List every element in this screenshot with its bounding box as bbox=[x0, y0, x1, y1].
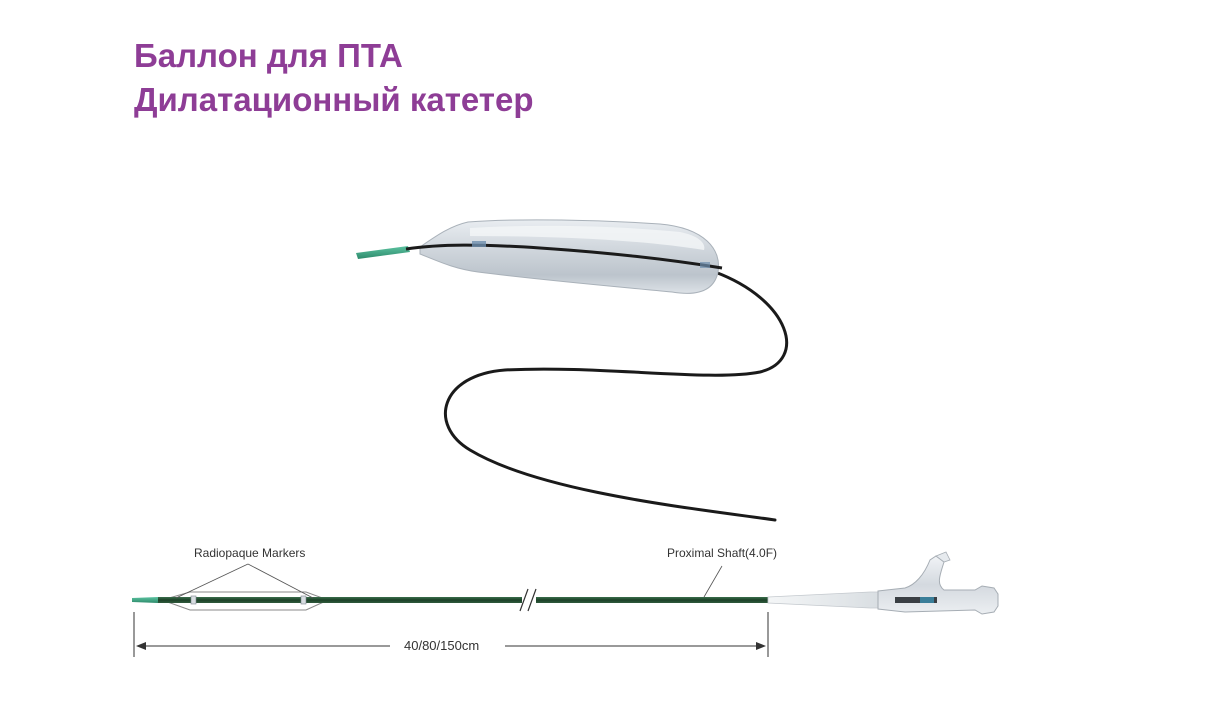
marker-leader-2 bbox=[247, 563, 314, 599]
balloon-inner-shaft bbox=[405, 243, 723, 270]
radiopaque-marker-1 bbox=[190, 595, 197, 605]
catheter-schematic: Radiopaque Markers Proximal Shaft(4.0F) … bbox=[132, 546, 999, 657]
dim-arrow-left bbox=[136, 642, 146, 650]
balloon-highlight bbox=[470, 225, 705, 250]
label-proximal-shaft: Proximal Shaft(4.0F) bbox=[667, 546, 777, 560]
luer-hub-connector bbox=[877, 551, 999, 615]
catheter-tip bbox=[356, 246, 410, 259]
label-length: 40/80/150cm bbox=[404, 638, 479, 653]
balloon-marker-1 bbox=[472, 241, 486, 247]
balloon-catheter-illustration bbox=[356, 219, 789, 522]
schematic-tip bbox=[132, 597, 158, 603]
catheter-wire bbox=[443, 270, 789, 522]
balloon-marker-2 bbox=[700, 262, 710, 268]
strain-relief bbox=[767, 591, 881, 609]
title-line-2: Дилатационный катетер bbox=[134, 81, 534, 118]
label-radiopaque-markers: Radiopaque Markers bbox=[194, 546, 305, 560]
break-mark-2 bbox=[527, 588, 537, 612]
marker-leader-1 bbox=[175, 563, 249, 599]
shaft-proximal bbox=[536, 597, 768, 603]
radiopaque-marker-2 bbox=[300, 595, 307, 605]
shaft-distal bbox=[158, 597, 522, 603]
break-mark-1 bbox=[519, 588, 529, 612]
shaft-leader bbox=[703, 565, 723, 598]
title-line-1: Баллон для ПТА bbox=[134, 37, 403, 74]
dim-arrow-right bbox=[756, 642, 766, 650]
page-title: Баллон для ПТА Дилатационный катетер bbox=[134, 34, 533, 122]
